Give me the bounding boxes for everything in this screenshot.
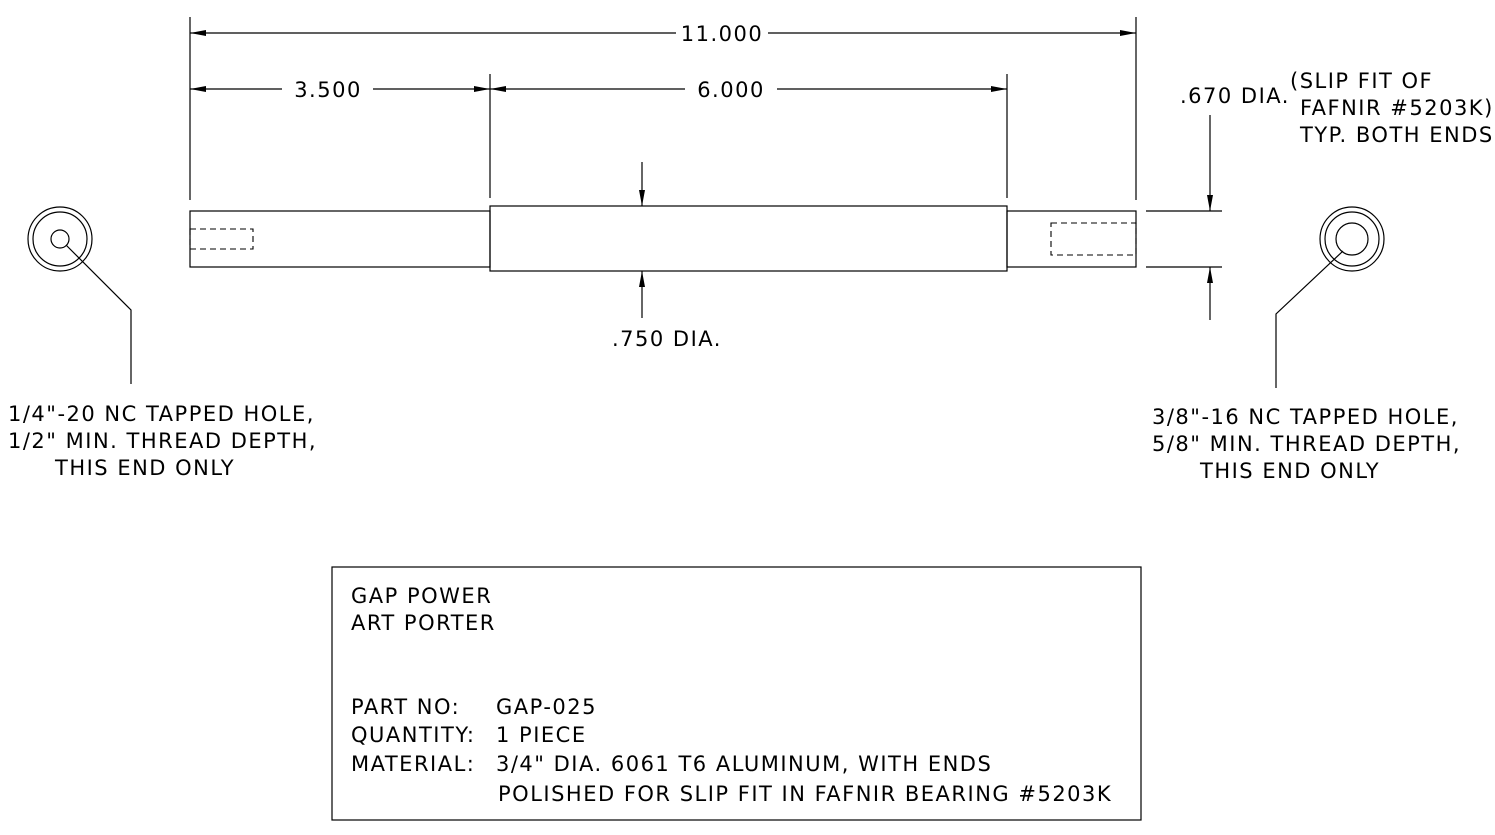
arrowhead	[639, 271, 645, 287]
end-diameter-dimension: .670 DIA.	[1146, 84, 1290, 320]
arrowhead	[190, 86, 206, 92]
note-line: 5/8" MIN. THREAD DEPTH,	[1152, 432, 1461, 456]
arrowhead	[490, 86, 506, 92]
left-end-length-label: 3.500	[294, 78, 362, 102]
quantity-value: 1 PIECE	[496, 723, 587, 747]
title-block: GAP POWER ART PORTER PART NO: GAP-025 QU…	[331, 566, 1142, 821]
left-hole-note: 1/4"-20 NC TAPPED HOLE, 1/2" MIN. THREAD…	[8, 402, 317, 480]
right-tapped-hole-circle	[1335, 222, 1369, 256]
center-diameter-label: .750 DIA.	[612, 327, 722, 351]
left-tapped-hole-circle	[50, 229, 70, 249]
arrowhead	[639, 190, 645, 206]
left-end-length-dimension: 3.500	[190, 74, 491, 198]
part-no-label: PART NO:	[351, 695, 460, 719]
material-value-line1: 3/4" DIA. 6061 T6 ALUMINUM, WITH ENDS	[496, 752, 992, 776]
arrowhead	[991, 86, 1007, 92]
overall-length-dimension: 11.000	[189, 17, 1137, 200]
shaft	[189, 205, 1137, 272]
left-end-outer-circle	[27, 206, 93, 272]
left-end-view	[27, 206, 132, 384]
company-name: GAP POWER	[351, 584, 492, 608]
arrowhead	[190, 30, 206, 36]
center-length-dimension: 6.000	[490, 74, 1008, 198]
right-tapped-hole-hidden	[1050, 222, 1137, 256]
slip-fit-note: (SLIP FIT OF FAFNIR #5203K) TYP. BOTH EN…	[1290, 69, 1494, 147]
note-line: 3/8"-16 NC TAPPED HOLE,	[1152, 405, 1459, 429]
note-line: 1/4"-20 NC TAPPED HOLE,	[8, 402, 315, 426]
arrowhead	[1207, 267, 1213, 283]
shaft-center-section	[489, 205, 1008, 272]
overall-length-label: 11.000	[681, 22, 763, 46]
left-leader-line	[65, 244, 132, 384]
right-hole-note: 3/8"-16 NC TAPPED HOLE, 5/8" MIN. THREAD…	[1152, 405, 1461, 483]
center-length-label: 6.000	[697, 78, 765, 102]
part-no-value: GAP-025	[496, 695, 597, 719]
arrowhead	[1120, 30, 1136, 36]
note-line: (SLIP FIT OF	[1290, 69, 1433, 93]
material-label: MATERIAL:	[351, 752, 475, 776]
right-end-view	[1275, 206, 1385, 388]
shaft-left-end	[189, 210, 491, 268]
note-line: THIS END ONLY	[1199, 459, 1380, 483]
right-leader-line	[1275, 250, 1344, 388]
note-line: 1/2" MIN. THREAD DEPTH,	[8, 429, 317, 453]
material-value-line2: POLISHED FOR SLIP FIT IN FAFNIR BEARING …	[498, 782, 1112, 806]
quantity-label: QUANTITY:	[351, 723, 475, 747]
end-diameter-label: .670 DIA.	[1180, 84, 1290, 108]
left-tapped-hole-hidden	[189, 228, 254, 250]
right-end-outer-circle	[1319, 206, 1385, 272]
note-line: FAFNIR #5203K)	[1300, 96, 1494, 120]
note-line: TYP. BOTH ENDS	[1299, 123, 1494, 147]
title-block-border	[331, 566, 1142, 821]
shaft-right-end	[1006, 210, 1137, 268]
arrowhead	[474, 86, 490, 92]
arrowhead	[1207, 195, 1213, 211]
note-line: THIS END ONLY	[54, 456, 235, 480]
right-end-inner-circle	[1324, 211, 1380, 267]
center-diameter-dimension: .750 DIA.	[612, 162, 722, 351]
designer-name: ART PORTER	[351, 611, 496, 635]
left-end-inner-circle	[32, 211, 88, 267]
